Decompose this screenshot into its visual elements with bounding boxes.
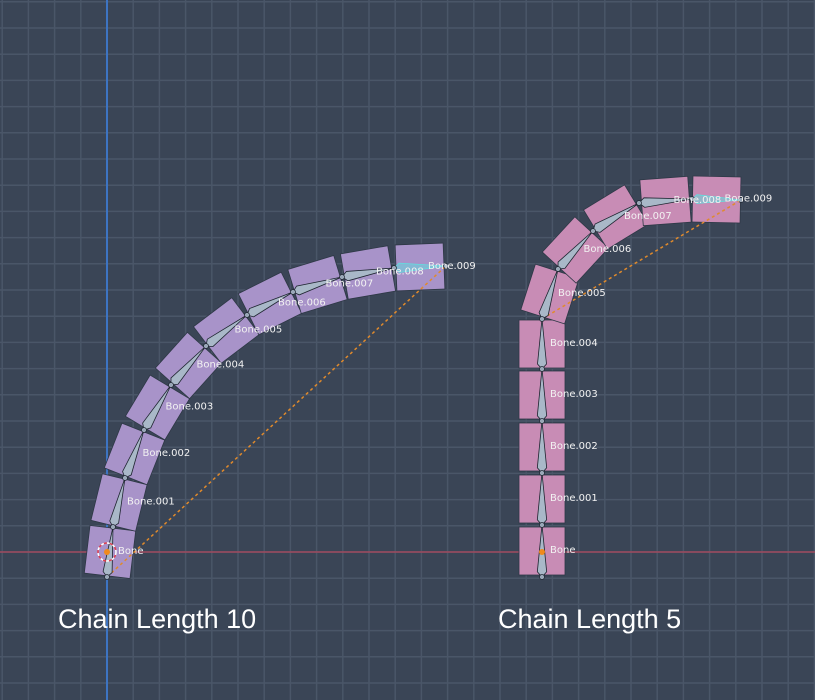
bone-joint bbox=[168, 382, 174, 388]
bone-name-label: Bone.001 bbox=[127, 497, 175, 508]
ik-target-line bbox=[541, 199, 742, 320]
bone-name-label: Bone.006 bbox=[584, 244, 632, 255]
bone-joint bbox=[539, 470, 545, 476]
bone-name-label: Bone.007 bbox=[624, 211, 672, 222]
object-origin-dot bbox=[539, 549, 545, 555]
bone-joint bbox=[590, 228, 596, 234]
bone-joint bbox=[122, 475, 128, 481]
bone-joint bbox=[110, 524, 116, 530]
bone-name-label: Bone.009 bbox=[725, 194, 773, 205]
bone-joint bbox=[738, 197, 744, 203]
bone-joint bbox=[539, 366, 545, 372]
bone-name-label: Bone bbox=[550, 545, 575, 556]
bone-name-label: Bone.003 bbox=[166, 402, 214, 413]
caption-chain-length-10: Chain Length 10 bbox=[58, 604, 257, 634]
bone-joint bbox=[104, 574, 110, 580]
bone-name-label: Bone.007 bbox=[326, 279, 374, 290]
bone-name-label: Bone.004 bbox=[197, 360, 245, 371]
bone-joint bbox=[141, 427, 147, 433]
bone-joint bbox=[391, 265, 397, 271]
bone-joint bbox=[689, 196, 695, 202]
caption-chain-length-5: Chain Length 5 bbox=[498, 604, 682, 634]
bone-name-label: Bone.003 bbox=[550, 389, 598, 400]
bone-name-label: Bone.006 bbox=[278, 298, 326, 309]
bone-name-label: Bone.008 bbox=[376, 267, 424, 278]
bone-labels: BoneBone.001Bone.002Bone.003Bone.004Bone… bbox=[118, 194, 772, 558]
bone-joint bbox=[203, 343, 209, 349]
bone-joint bbox=[244, 312, 250, 318]
ik-target-line bbox=[106, 265, 447, 578]
bone-name-label: Bone.005 bbox=[235, 325, 283, 336]
bone-name-label: Bone.004 bbox=[550, 338, 598, 349]
bone-joint bbox=[555, 266, 561, 272]
bone-name-label: Bone.001 bbox=[550, 493, 598, 504]
bone-name-label: Bone.002 bbox=[143, 448, 191, 459]
bone-joint bbox=[539, 522, 545, 528]
bone-name-label: Bone bbox=[118, 546, 143, 557]
bone-joint bbox=[290, 289, 296, 295]
bone-joint bbox=[539, 418, 545, 424]
bone-joint bbox=[539, 574, 545, 580]
armature-2[interactable] bbox=[518, 175, 744, 580]
3d-cursor-icon bbox=[97, 542, 117, 562]
bone-name-label: Bone.008 bbox=[674, 195, 722, 206]
object-origin-dot bbox=[104, 549, 110, 555]
bone-joint bbox=[539, 316, 545, 322]
bone-name-label: Bone.009 bbox=[428, 261, 476, 272]
bone-name-label: Bone.005 bbox=[558, 288, 606, 299]
bone-joint bbox=[636, 200, 642, 206]
3d-cursor-icon bbox=[97, 542, 117, 562]
armature-1[interactable] bbox=[83, 242, 449, 580]
bone-joint bbox=[339, 274, 345, 280]
bone-joint bbox=[443, 263, 449, 269]
bone-name-label: Bone.002 bbox=[550, 441, 598, 452]
